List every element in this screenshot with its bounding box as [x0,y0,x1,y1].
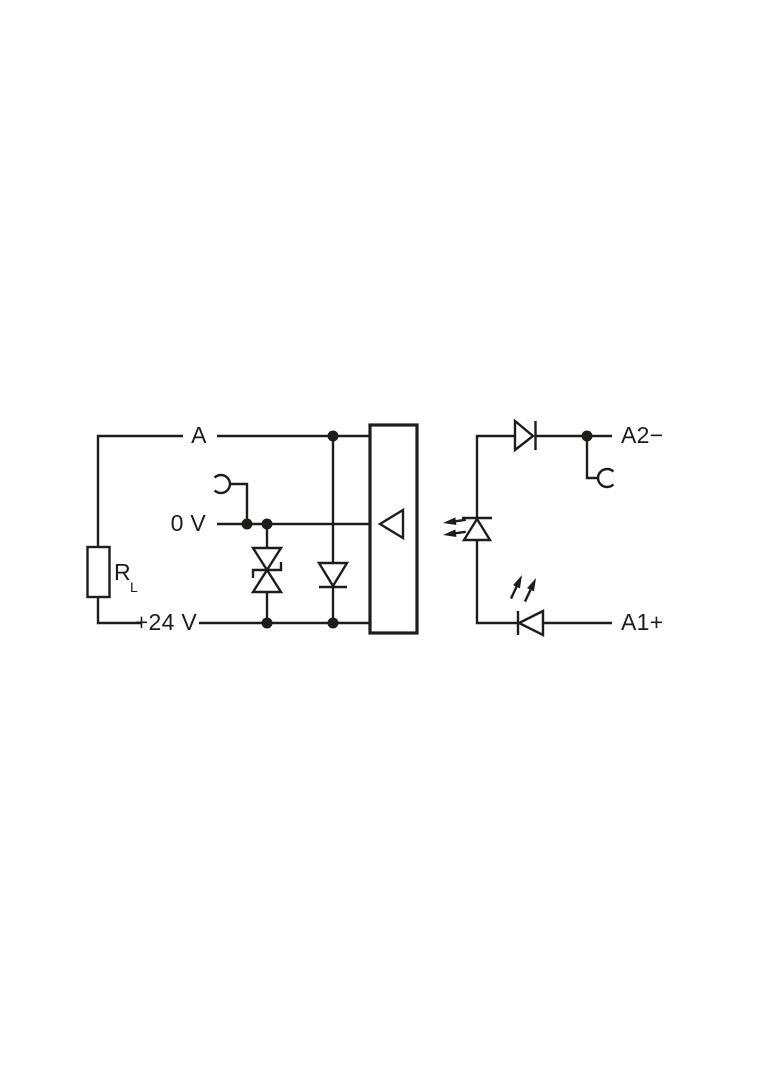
tap-connector-icon [596,467,615,489]
junction-dot-icon [327,430,339,442]
terminal-a1-label: A1+ [621,609,663,635]
indicator-led-icon [516,609,545,637]
arrow-tail [454,530,466,535]
terminal-a2-label: A2− [621,422,663,448]
arrow-head-icon [527,578,536,592]
wire-left-rail-top [96,434,183,548]
load-resistor-label: R [114,559,131,585]
rail-24v-label: +24 V [135,609,198,635]
arrow-head-icon [443,517,457,525]
arrow-tail [523,588,533,603]
tvs-suppressor-diode-icon [250,546,284,573]
junction-dot-icon [581,430,593,442]
load-resistor-subscript-label: L [130,579,138,595]
wire-a2-tap-branch [585,436,599,480]
led-light-arrows-icon [523,578,536,603]
junction-dot-icon [261,518,273,530]
amplifier-triangle-icon [377,507,405,541]
optocoupler-light-arrows-icon [443,517,466,525]
arrow-head-icon [443,529,457,537]
arrow-head-icon [513,575,522,589]
junction-dot-icon [261,617,273,629]
junction-dot-icon [327,617,339,629]
wire-right-rail-bottom [475,540,518,625]
terminal-a-label: A [191,422,207,448]
photodiode-icon [461,516,493,542]
freewheeling-diode-icon [316,561,350,589]
led-light-arrows-icon [509,575,522,600]
arrow-tail [454,518,466,523]
wire-0v-tap-branch [231,482,249,524]
tvs-suppressor-diode-icon [250,567,284,594]
wire-right-rail-top [475,434,515,518]
junction-dot-icon [241,518,253,530]
series-diode-icon [513,418,535,453]
load-resistor-icon [86,545,111,599]
tvs-bar-icon [251,562,283,578]
tap-connector-icon [213,473,232,495]
arrow-tail [509,585,519,600]
rail-0v-label: 0 V [171,510,207,536]
optocoupler-light-arrows-icon [443,529,466,537]
wire-left-rail-bottom [96,597,141,625]
